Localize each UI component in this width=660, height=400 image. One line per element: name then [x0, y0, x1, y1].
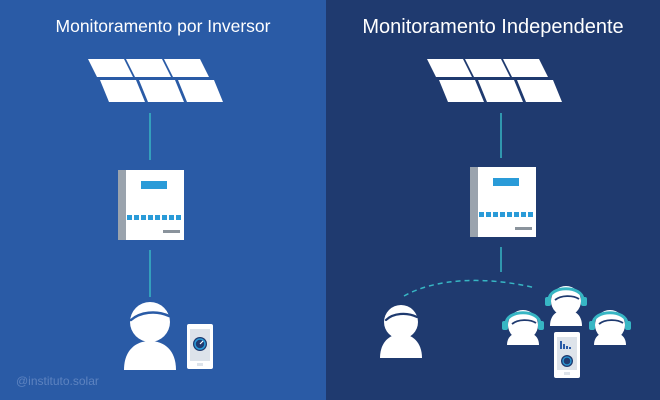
- dashed-connection-arc: [403, 279, 537, 297]
- watermark-text: @instituto.solar: [16, 374, 99, 388]
- support-agent-icon: [502, 310, 544, 345]
- right-panel-title: Monitoramento Independente: [362, 16, 624, 38]
- support-agent-icon: [589, 310, 631, 345]
- smartphone-icon: [187, 324, 213, 369]
- inverter-icon: [118, 170, 184, 240]
- left-panel-inverter-monitoring: Monitoramento por Inversor: [0, 0, 326, 400]
- inverter-icon: [470, 167, 536, 237]
- left-panel-title: Monitoramento por Inversor: [55, 16, 271, 36]
- bar-chart-icon: [560, 341, 571, 349]
- solar-panel-icon: [88, 59, 223, 102]
- solar-panel-icon: [427, 59, 562, 102]
- user-hair-detail: [384, 312, 419, 322]
- user-hair-detail: [129, 311, 171, 322]
- left-panel-illustration: [88, 59, 223, 370]
- right-panel-illustration: [380, 59, 631, 378]
- right-panel-independent-monitoring: Monitoramento Independente: [326, 0, 660, 400]
- support-agent-icon: [545, 286, 587, 326]
- smartphone-icon: [554, 332, 580, 378]
